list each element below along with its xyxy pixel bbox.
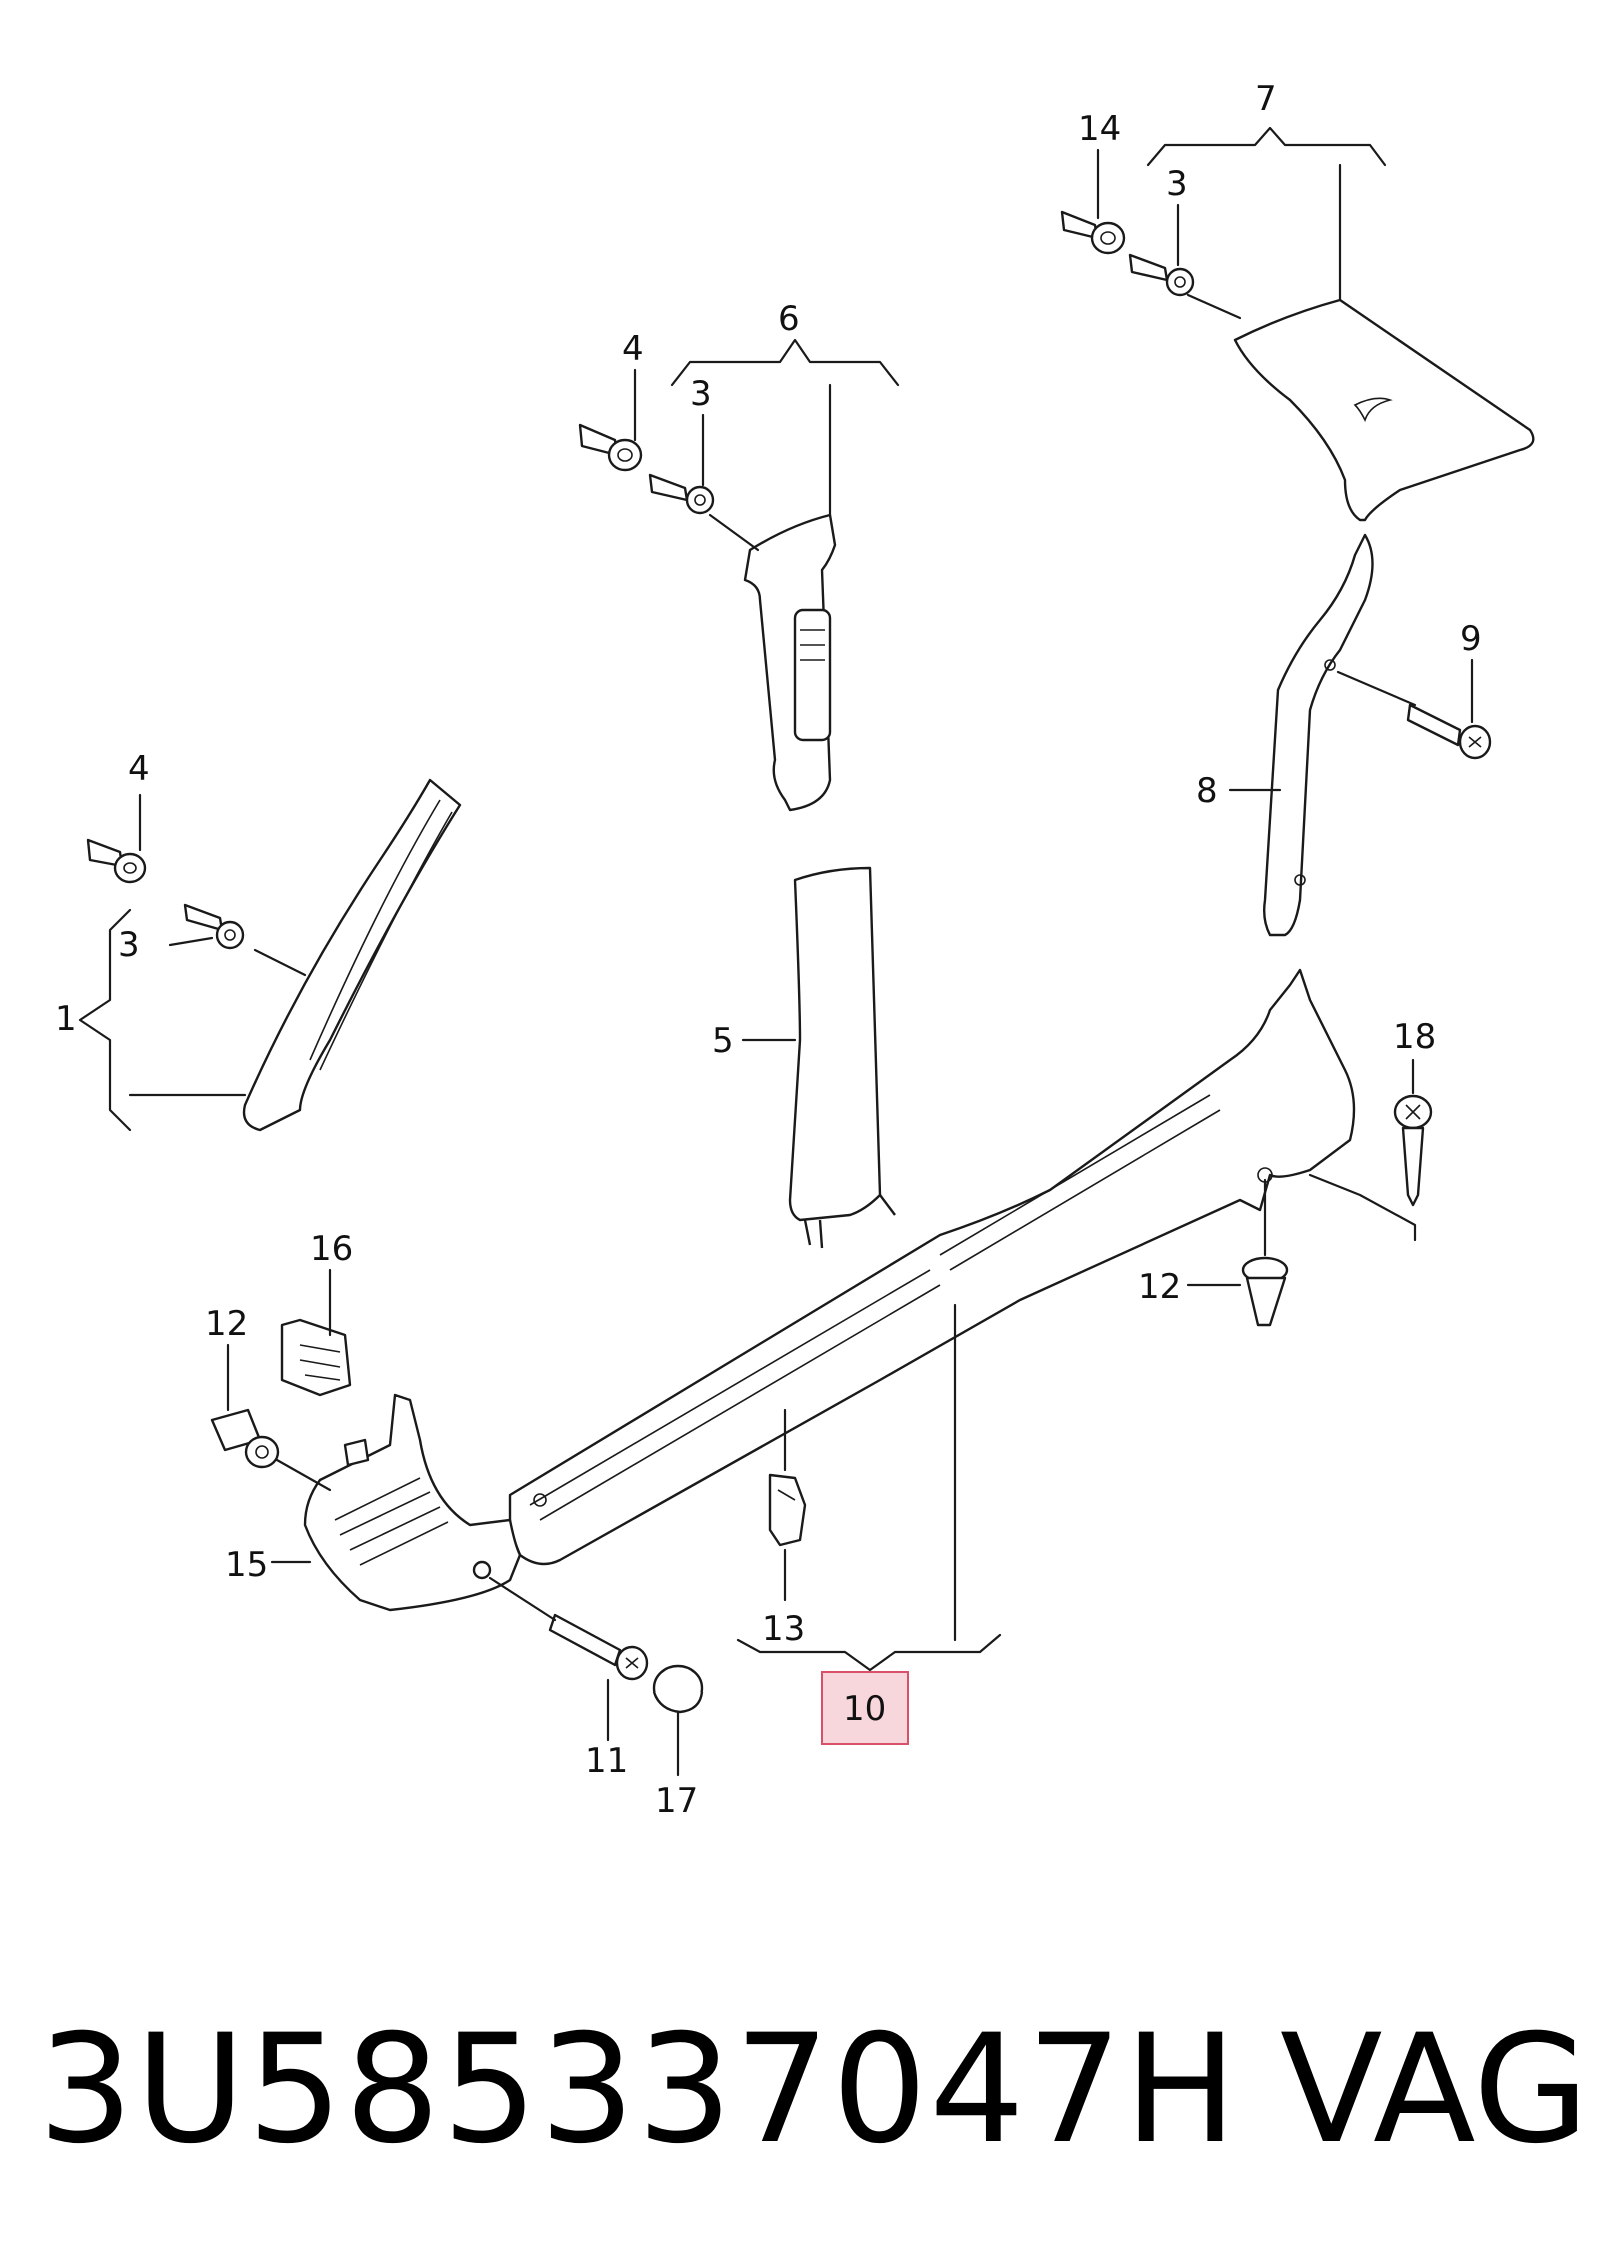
cap-17 — [652, 1664, 704, 1714]
callout-9: 9 — [1460, 619, 1482, 659]
callout-1: 1 — [55, 999, 77, 1039]
callout-4-mid: 4 — [622, 329, 644, 369]
c-pillar-trim — [1233, 298, 1535, 522]
callout-5: 5 — [712, 1021, 734, 1061]
screw-3-right — [1128, 253, 1195, 297]
callout-7: 7 — [1255, 79, 1277, 119]
screw-18 — [1393, 1094, 1433, 1207]
callout-14: 14 — [1078, 109, 1121, 149]
callout-3-right: 3 — [1166, 164, 1188, 204]
callout-3-mid: 3 — [690, 374, 712, 414]
clip-14 — [1060, 210, 1126, 255]
callout-17: 17 — [655, 1781, 698, 1821]
callout-16: 16 — [310, 1229, 353, 1269]
callout-12-right: 12 — [1138, 1267, 1181, 1307]
screw-3-left — [183, 903, 245, 950]
b-pillar-upper-trim — [743, 513, 837, 812]
screw-11 — [472, 1560, 649, 1681]
brand-label: VAG — [1280, 2003, 1590, 2177]
sill-end-cap-15 — [303, 1393, 522, 1612]
screw-3-mid — [648, 473, 715, 515]
callout-18: 18 — [1393, 1017, 1436, 1057]
callout-15: 15 — [225, 1545, 268, 1585]
c-pillar-seal — [1262, 533, 1374, 937]
bracket-1 — [78, 908, 132, 1132]
callout-3-left: 3 — [118, 925, 140, 965]
callout-4-left: 4 — [128, 749, 150, 789]
callout-10: 10 — [843, 1689, 886, 1729]
callout-6: 6 — [778, 299, 800, 339]
clip-4-left — [86, 838, 147, 884]
callout-11: 11 — [585, 1741, 628, 1781]
clip-16 — [280, 1318, 352, 1397]
callout-12-left: 12 — [205, 1304, 248, 1344]
footer: 3U585337047H VAG — [0, 1990, 1617, 2190]
part-number: 3U585337047H — [38, 2003, 1239, 2177]
sill-panel — [508, 968, 1356, 1566]
screw-9 — [1406, 703, 1492, 760]
clip-4-mid — [578, 423, 643, 472]
clip-12-right — [1241, 1256, 1289, 1327]
parts-diagram: 1 4 3 6 4 3 5 — [55, 79, 1535, 1821]
callout-8: 8 — [1196, 771, 1218, 811]
a-pillar-trim — [242, 778, 462, 1132]
clip-12-left — [210, 1408, 280, 1469]
clip-13 — [768, 1473, 807, 1547]
callout-10-highlight — [821, 1671, 909, 1745]
b-pillar-lower-trim — [788, 866, 896, 1249]
callout-13: 13 — [762, 1609, 805, 1649]
